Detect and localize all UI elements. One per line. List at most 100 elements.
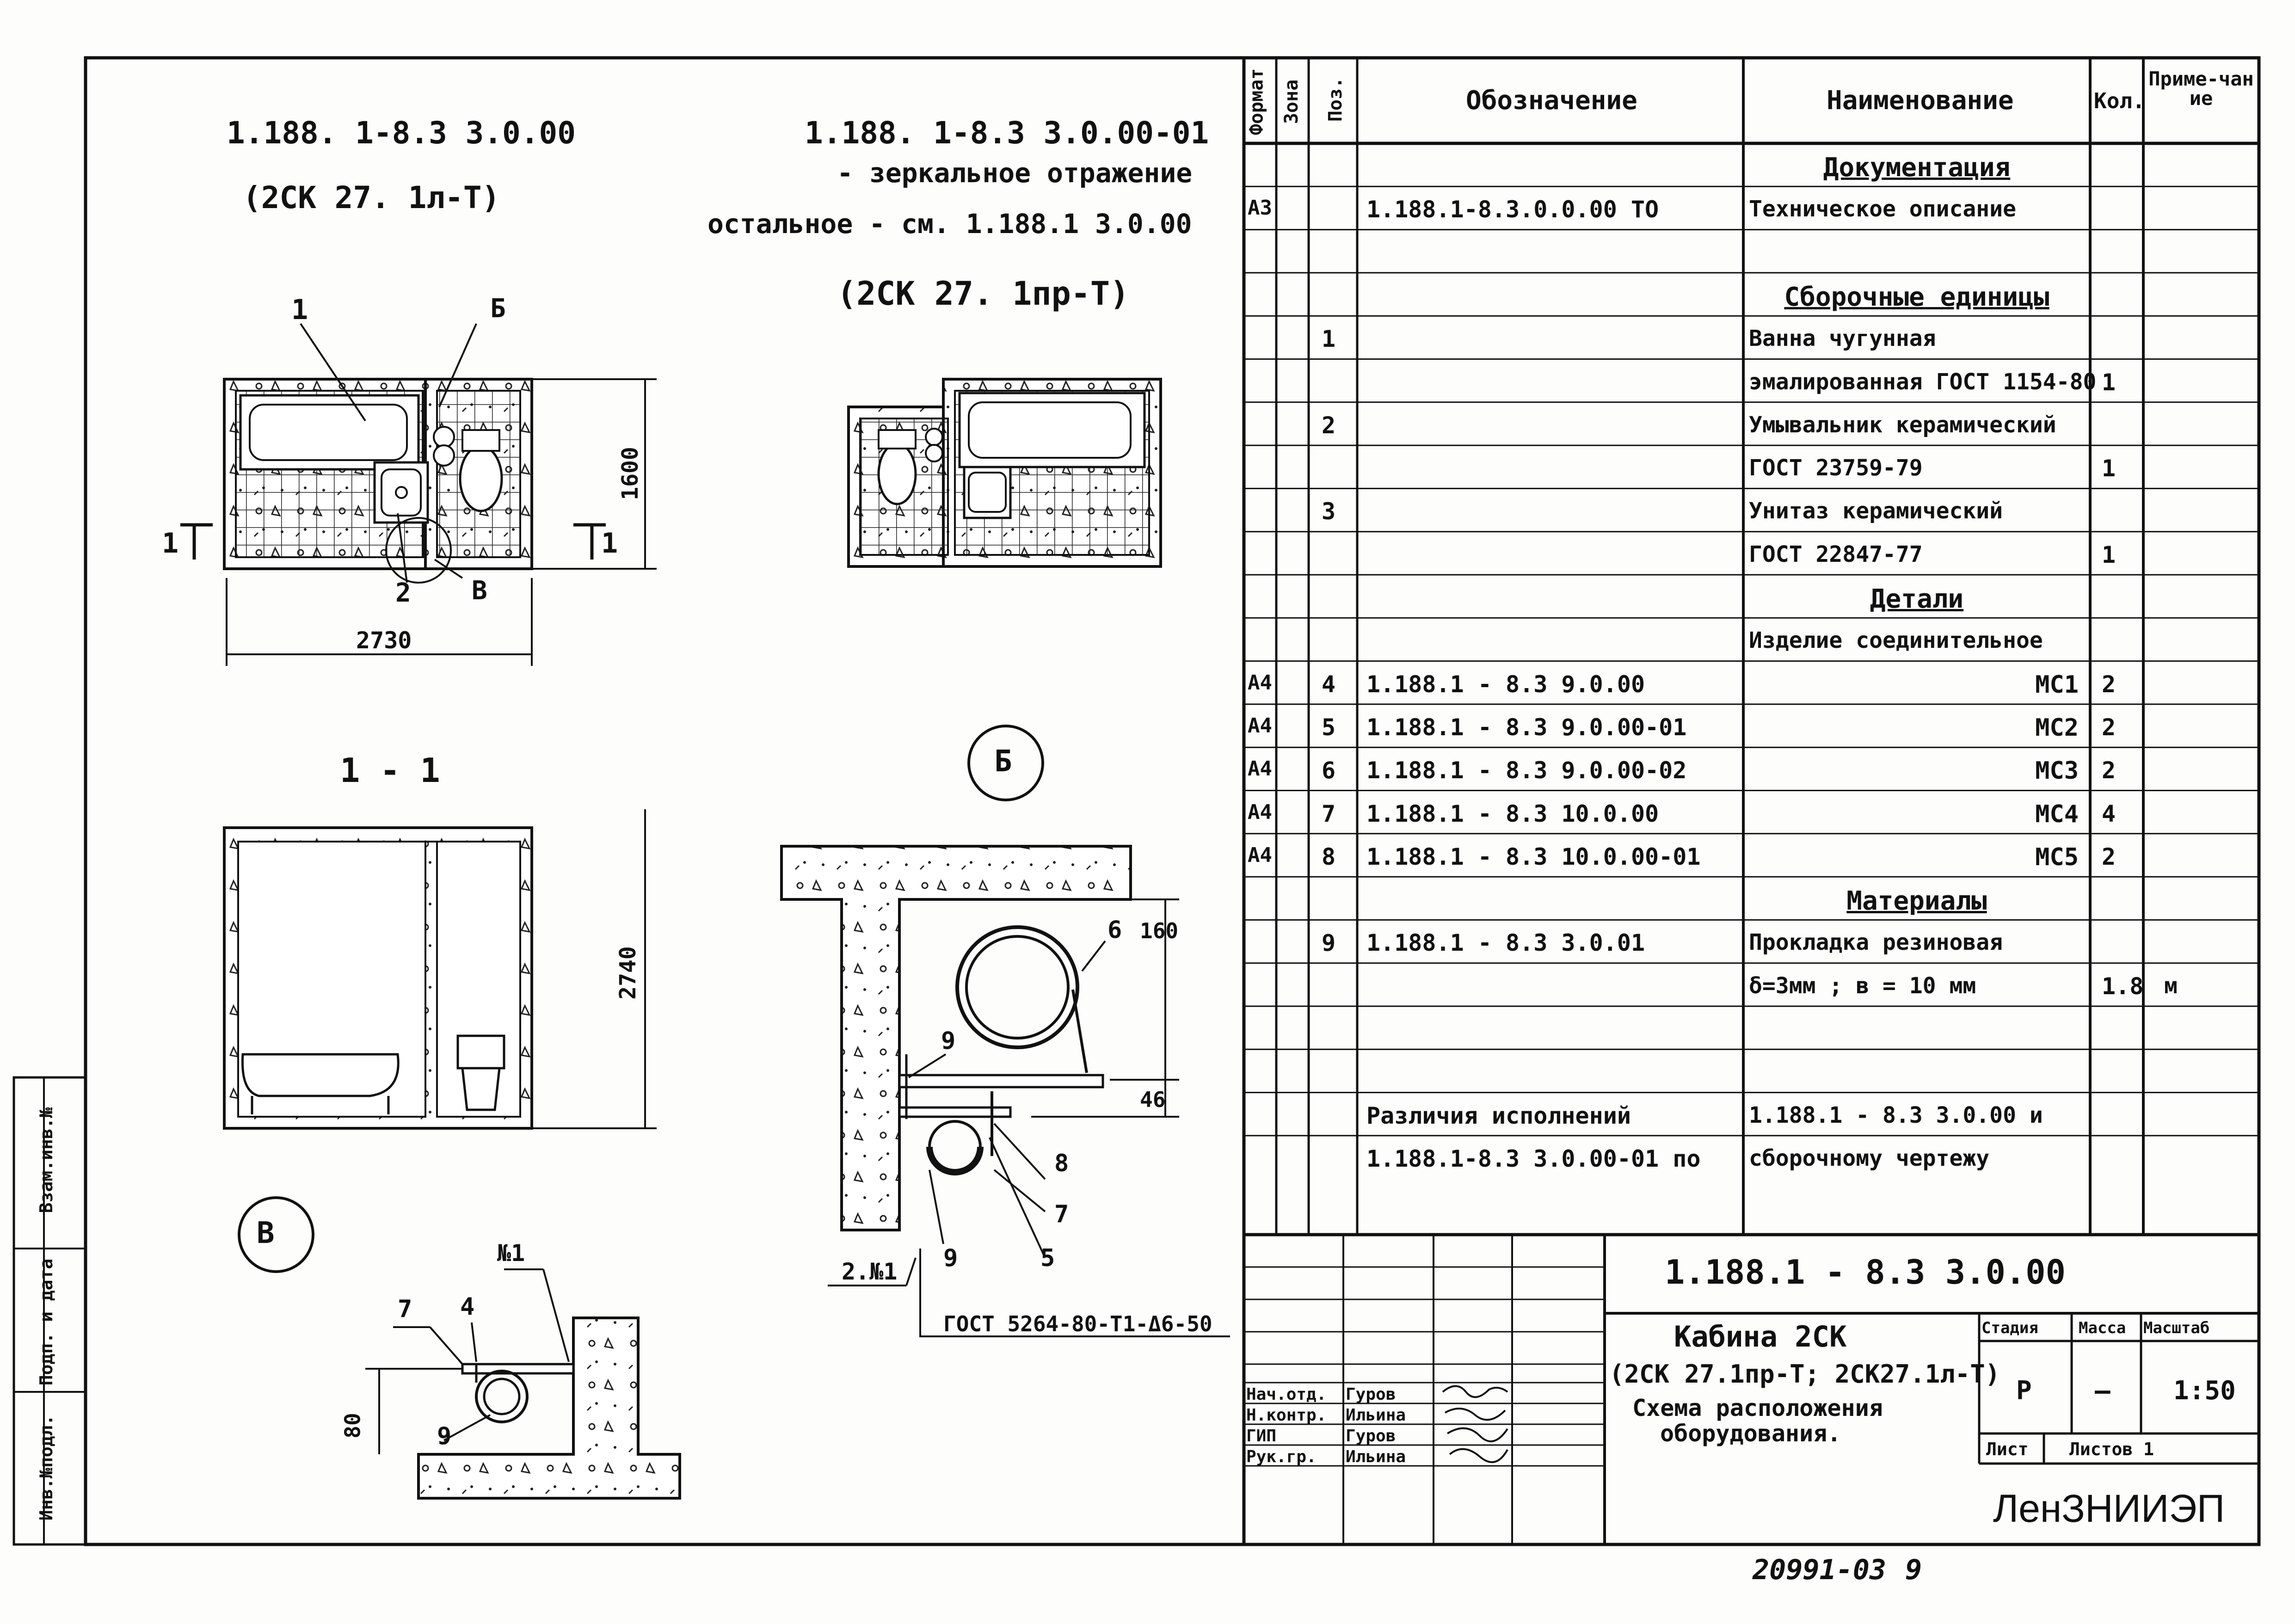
page-number: 9 [1905,1554,1922,1586]
side-stamp [12,1076,87,1546]
sig-role-1: Нач.отд. [1246,1385,1327,1404]
spec-row-qty: 2 [2102,671,2116,698]
spec-row-qty: 1 [2102,541,2116,568]
sig-role-2: Н.контр. [1246,1406,1327,1425]
spec-row-name: ГОСТ 22847-77 [1749,541,1923,567]
detail-b-callout-9b: 9 [943,1244,958,1272]
spec-table-grid [1242,56,2261,1236]
spec-row-name: δ=3мм ; в = 10 мм [1749,972,1976,999]
signature-scribbles [1442,1385,1508,1463]
sig-role-4: Рук.гр. [1246,1447,1317,1466]
spec-row-pos: 5 [1322,714,1336,741]
spec-row-format: А4 [1248,843,1272,867]
spec-row-designation: 1.188.1 - 8.3 10.0.00 [1366,800,1659,827]
detail-b-label: Б [994,744,1012,779]
dim-height-plan: 1600 [617,447,643,500]
sig-role-3: ГИП [1246,1427,1277,1446]
spec-row-name: Умывальник керамический [1749,412,2056,438]
detail-b-callout-7: 7 [1054,1200,1069,1228]
sig-name-1: Гуров [1346,1385,1396,1404]
mass-value: — [2095,1376,2110,1406]
spec-row-name: МС1 [2035,671,2079,699]
sheet-label: Лист [1986,1439,2029,1459]
spec-row-name: сборочному чертежу [1749,1145,1990,1171]
spec-row-name: 1.188.1 - 8.3 3.0.00 и [1749,1102,2043,1128]
callout-2: 2 [395,578,411,608]
detail-v-callout-4: 4 [460,1293,475,1321]
spec-row-name: Документация [1823,153,2011,183]
spec-row-name: Материалы [1846,886,1987,917]
sig-name-4: Ильина [1346,1447,1406,1466]
left-view-code: 1.188. 1-8.3 3.0.00 [227,115,576,151]
spec-row-name: Унитаз керамический [1749,498,2003,524]
dim-46: 46 [1140,1087,1166,1112]
spec-row-name: Ванна чугунная [1749,326,1936,352]
sheets-label: Листов 1 [2069,1439,2154,1459]
spec-row-name: МС5 [2035,843,2079,871]
detail-b-callout-6: 6 [1108,916,1122,944]
detail-v-callout-n1: №1 [497,1240,525,1267]
spec-row-name: Детали [1870,584,1964,614]
spec-row-qty: 1 [2102,369,2116,396]
spec-row-pos: 3 [1322,498,1336,525]
callout-b: Б [490,294,506,324]
header-zone: Зона [1281,79,1303,124]
header-name: Наименование [1827,86,2014,116]
spec-row-pos: 6 [1322,757,1336,784]
company-name: ЛенЗНИИЭП [1993,1487,2225,1530]
sig-name-2: Ильина [1346,1406,1406,1425]
spec-row-name: Техническое описание [1749,196,2016,222]
header-pos: Поз. [1325,77,1347,122]
spec-row-designation: 1.188.1 - 8.3 10.0.00-01 [1366,843,1701,870]
header-note: Приме-чание [2148,68,2254,110]
stage-value: Р [2016,1376,2032,1406]
spec-row-designation: 1.188.1-8.3.0.0.00 ТО [1366,196,1659,223]
scale-label: Масштаб [2143,1319,2210,1337]
weld-mark: 2.№1 [842,1258,898,1285]
detail-b-callout-8: 8 [1054,1150,1069,1177]
sig-name-3: Гуров [1346,1427,1396,1446]
callout-v: В [472,576,487,606]
inventory-number: 20991-03 [1753,1554,1886,1586]
scale-value: 1:50 [2173,1376,2236,1406]
spec-row-format: А4 [1248,714,1272,738]
mirror-note: - зеркальное отражение [837,157,1193,189]
spec-row-designation: 1.188.1 - 8.3 9.0.00 [1366,671,1645,698]
callout-1: 1 [291,294,308,326]
dim-80: 80 [340,1413,365,1439]
spec-row-name: Сборочные единицы [1784,282,2049,312]
side-stamp-replace: Взам.инв.№ [36,1107,56,1213]
detail-b-callout-9a: 9 [941,1027,956,1055]
spec-row-qty: 1.8 [2102,972,2144,1000]
spec-row-pos: 1 [1322,326,1336,353]
rest-note: остальное - см. 1.188.1 3.0.00 [708,208,1192,240]
spec-row-format: А3 [1248,196,1272,220]
spec-row-name: Изделие соединительное [1749,627,2043,654]
detail-b [780,845,1230,1337]
spec-row-designation: 1.188.1 - 8.3 3.0.01 [1366,929,1645,957]
spec-row-format: А4 [1248,671,1272,695]
title-line-1: Кабина 2СК [1674,1320,1847,1353]
spec-row-qty: 2 [2102,714,2116,741]
dim-160: 160 [1140,918,1179,943]
spec-row-qty: 1 [2102,455,2116,482]
spec-row-pos: 8 [1322,843,1336,870]
spec-row-name: ГОСТ 23759-79 [1749,455,1923,481]
doc-code: 1.188.1 - 8.3 3.0.00 [1665,1253,2066,1292]
spec-row-qty: 4 [2102,800,2116,827]
mass-label: Масса [2079,1319,2126,1337]
spec-row-format: А4 [1248,800,1272,824]
dim-width: 2730 [356,627,412,654]
section-1-1 [223,809,657,1130]
spec-row-designation: 1.188.1 - 8.3 9.0.00-02 [1366,757,1687,784]
spec-row-qty: 2 [2102,757,2116,784]
spec-row-pos: 9 [1322,929,1336,957]
left-view-mark: (2СК 27. 1л-Т) [243,180,500,215]
title-line-3: Схема расположения [1632,1395,1883,1421]
header-format: Формат [1246,68,1267,135]
spec-row-pos: 2 [1322,412,1336,439]
spec-row-qty: 2 [2102,843,2116,870]
dim-height-section: 2740 [615,946,641,1000]
